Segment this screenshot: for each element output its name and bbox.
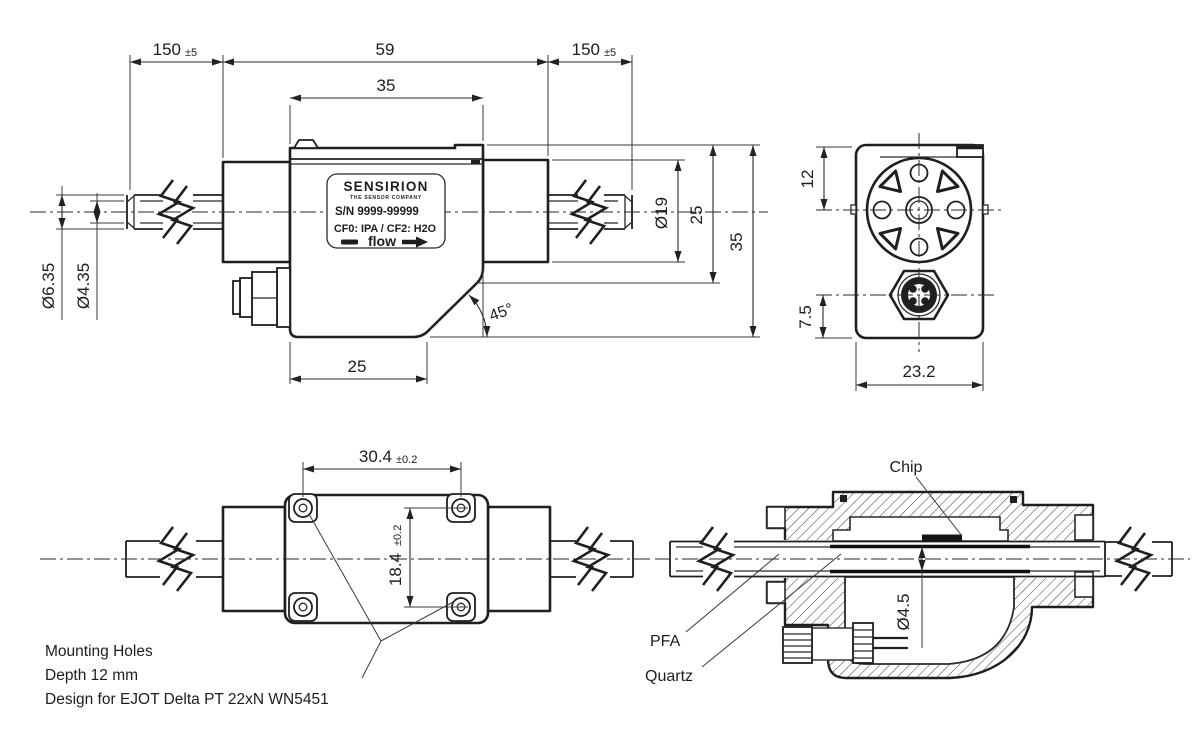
dim-top-to-axis: 12 [798,170,817,189]
dim-lid-width: 35 [377,76,396,95]
dim-connector-to-bottom: 7.5 [796,305,815,329]
dim-tube-right-tol: ±5 [604,47,616,59]
front-lid-clip [292,139,320,149]
dim-holes-x-tol: ±0.2 [396,454,417,466]
top-tubes [125,540,634,578]
section-chip [922,534,962,542]
side-dims: 12 7.5 23.2 [796,146,984,391]
front-right-fitting [481,158,550,264]
top-notes: Mounting Holes Depth 12 mm Design for EJ… [45,643,329,708]
label-tagline: THE SENSOR COMPANY [350,195,422,201]
front-dim-bottom: 25 [289,342,428,384]
label-pfa: PFA [650,633,681,650]
dim-fitting-od: Ø19 [652,197,671,229]
section-seal-dot-right [1010,496,1017,503]
front-dim-tube-diameters: Ø6.35 Ø4.35 [39,186,124,320]
section-boss-tl [766,506,786,529]
front-tube-right [548,194,633,230]
label-calibration: CF0: IPA / CF2: H2O [334,223,436,235]
section-boss-br [1074,571,1094,598]
label-flow: flow [368,233,396,249]
top-dims: 30.4 ±0.2 18.4 ±0.2 [302,447,468,608]
section-labels: Chip PFA Quartz Ø4.5 [645,459,963,685]
dim-holes-x: 30.4 [359,447,392,466]
section-chip-cavity [832,516,1009,542]
dim-tube-right: 150 [572,40,600,59]
note-line1: Mounting Holes [45,643,153,660]
dim-tube-id: Ø4.35 [74,263,93,309]
label-quartz: Quartz [645,668,693,685]
dim-bore: Ø4.5 [894,594,913,631]
label-serial: S/N 9999-99999 [335,206,419,218]
dim-tube-left: 150 [153,40,181,59]
note-line2: Depth 12 mm [45,667,138,684]
dim-holes-y-tol: ±0.2 [392,525,404,546]
front-dim-heights: Ø19 25 35 [430,144,760,338]
note-line3: Design for EJOT Delta PT 22xN WN5451 [45,691,329,708]
dim-upper-height: 25 [687,206,706,225]
section-boss-bl [766,581,786,604]
section-connector [782,622,908,664]
front-type-label: SENSIRION THE SENSOR COMPANY S/N 9999-99… [326,173,446,249]
top-view: 30.4 ±0.2 18.4 ±0.2 Mounting Holes Depth… [40,447,650,708]
section-boss-tr [1074,514,1094,541]
front-dim-chamfer: 45° [468,294,516,338]
dim-holes-y: 18.4 [386,553,405,586]
dim-side-width: 23.2 [902,362,935,381]
section-tube [669,540,1173,578]
dim-chamfer-angle: 45° [487,301,516,325]
flow-right-arrowhead-icon [416,236,428,248]
section-view: Chip PFA Quartz Ø4.5 [645,459,1190,685]
section-seal-dot-left [840,495,847,502]
dim-tube-od: Ø6.35 [39,263,58,309]
label-chip: Chip [890,459,923,476]
front-dim-chain: 150 ±5 59 150 ±5 [129,40,633,190]
dim-bottom-width: 25 [348,357,367,376]
side-view: 12 7.5 23.2 [796,133,1002,391]
front-view: SENSIRION THE SENSOR COMPANY S/N 9999-99… [30,40,768,384]
flow-left-bar-icon [341,239,358,245]
front-dim-lid: 35 [289,76,484,144]
front-m8-connector [232,267,291,328]
dim-total-height: 35 [727,233,746,252]
dim-tube-left-tol: ±5 [185,47,197,59]
front-seal-dot [471,160,480,164]
top-mounting-pads [288,493,476,622]
label-brand: SENSIRION [343,179,428,194]
dim-body-width: 59 [376,40,395,59]
top-leaders [308,513,456,679]
